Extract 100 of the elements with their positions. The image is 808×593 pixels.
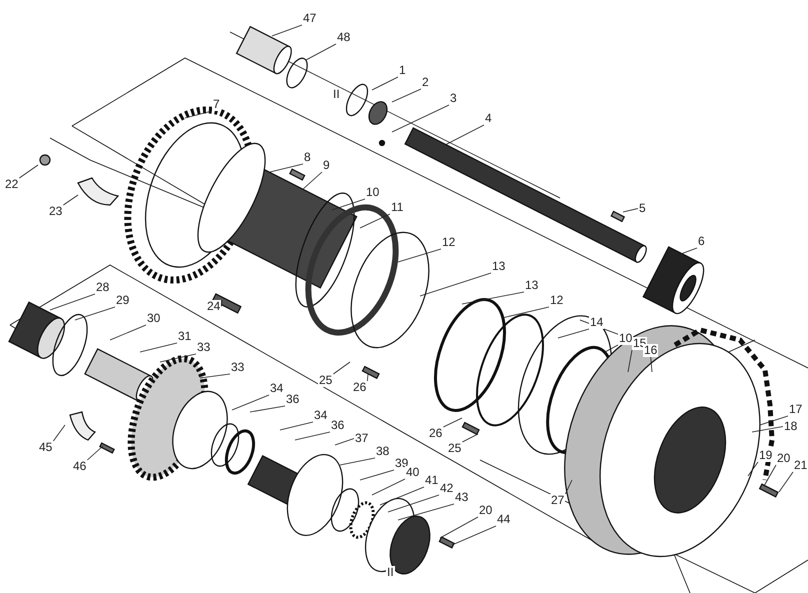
- leader-line: [280, 422, 314, 430]
- callout-number: 12: [441, 236, 456, 249]
- callout-number: 25: [318, 374, 334, 387]
- callout-number: 37: [354, 432, 370, 445]
- leader-line: [340, 458, 376, 466]
- break-mark-label: II: [332, 88, 341, 101]
- leader-line: [366, 374, 368, 382]
- leader-line: [752, 426, 784, 432]
- leader-line: [86, 446, 104, 460]
- callout-number: 20: [478, 504, 494, 517]
- callout-number: 25: [447, 442, 462, 455]
- leader-line: [764, 464, 776, 486]
- leader-line: [332, 362, 350, 374]
- leader-line: [628, 350, 632, 372]
- leader-line: [232, 394, 270, 410]
- leader-line: [462, 434, 478, 442]
- leader-line: [760, 416, 788, 426]
- leader-line: [110, 324, 146, 340]
- leader-line: [52, 424, 66, 442]
- callout-number: 44: [496, 513, 512, 526]
- leader-line: [334, 438, 354, 446]
- callout-number: 4: [484, 112, 493, 125]
- leader-line: [18, 164, 38, 178]
- leader-line: [444, 124, 484, 146]
- leader-line: [564, 480, 572, 494]
- leader-line: [380, 486, 424, 506]
- callout-number: 28: [95, 281, 110, 294]
- callout-number: 34: [313, 409, 328, 422]
- callout-number: 24: [206, 300, 222, 313]
- callout-number: 29: [115, 294, 130, 307]
- leader-line: [462, 292, 524, 304]
- callout-number: 36: [285, 393, 300, 406]
- callout-number: 26: [428, 427, 444, 440]
- callout-number: 7: [212, 98, 221, 111]
- callout-number: 43: [454, 491, 470, 504]
- callout-number: 22: [4, 178, 20, 191]
- leader-line: [392, 104, 450, 132]
- leader-line: [398, 504, 454, 520]
- callout-number: 5: [638, 202, 647, 215]
- callout-number: 39: [394, 457, 410, 470]
- leader-line: [558, 328, 590, 338]
- leader-line: [372, 478, 406, 496]
- leader-line: [250, 406, 286, 412]
- callout-number: 41: [424, 474, 440, 487]
- leader-line: [50, 294, 96, 310]
- callout-number: 36: [330, 419, 346, 432]
- leader-line: [748, 462, 758, 476]
- callout-number: 13: [524, 279, 540, 292]
- callout-number: 30: [146, 312, 162, 325]
- leader-line: [294, 432, 330, 440]
- leader-line: [778, 472, 794, 492]
- callout-number: 26: [352, 381, 368, 394]
- callout-number: 45: [38, 441, 54, 454]
- callout-number: 42: [439, 482, 454, 495]
- callout-number: 33: [230, 361, 246, 374]
- callout-number: 47: [302, 12, 318, 25]
- leader-line: [140, 342, 178, 352]
- leader-line: [420, 272, 492, 296]
- callout-number: 10: [365, 186, 380, 199]
- leader-line: [398, 248, 442, 262]
- leader-line: [440, 516, 478, 538]
- callout-number: 1: [398, 64, 407, 77]
- leader-line: [302, 172, 322, 190]
- leader-line: [200, 374, 230, 378]
- leader-line: [74, 306, 116, 320]
- callout-number: 9: [322, 159, 331, 172]
- leader-line: [360, 470, 394, 480]
- leader-line: [160, 354, 196, 362]
- callout-number: 34: [269, 382, 284, 395]
- callout-number: 8: [303, 151, 312, 164]
- leader-line: [62, 194, 78, 206]
- callout-number: 17: [788, 403, 804, 416]
- leader-line: [272, 24, 302, 36]
- callout-number: 33: [196, 341, 212, 354]
- callout-number: 3: [449, 92, 458, 105]
- break-mark-label: II: [386, 566, 395, 579]
- leader-line: [372, 76, 398, 90]
- callout-number: 14: [589, 316, 604, 329]
- callout-number: 12: [549, 294, 564, 307]
- callout-number: 38: [375, 445, 390, 458]
- callout-number: 11: [390, 201, 404, 214]
- leader-line: [622, 208, 638, 212]
- leader-line: [392, 88, 422, 102]
- leader-line: [306, 44, 336, 60]
- leader-line: [502, 306, 550, 318]
- callout-number: 6: [697, 235, 706, 248]
- leader-line: [388, 494, 440, 512]
- leader-line: [604, 344, 618, 352]
- callout-number: 13: [491, 260, 506, 273]
- leader-line: [442, 418, 462, 428]
- callout-number: 40: [405, 466, 420, 479]
- callout-number: 21: [793, 459, 808, 472]
- callout-number: 10: [618, 332, 634, 345]
- callout-number: 23: [48, 205, 64, 218]
- callout-number: 19: [758, 449, 774, 462]
- callout-number: 46: [72, 460, 88, 473]
- leader-line: [650, 356, 652, 372]
- leader-line: [270, 164, 304, 172]
- callout-number: 27: [550, 494, 566, 507]
- leader-line: [452, 526, 496, 546]
